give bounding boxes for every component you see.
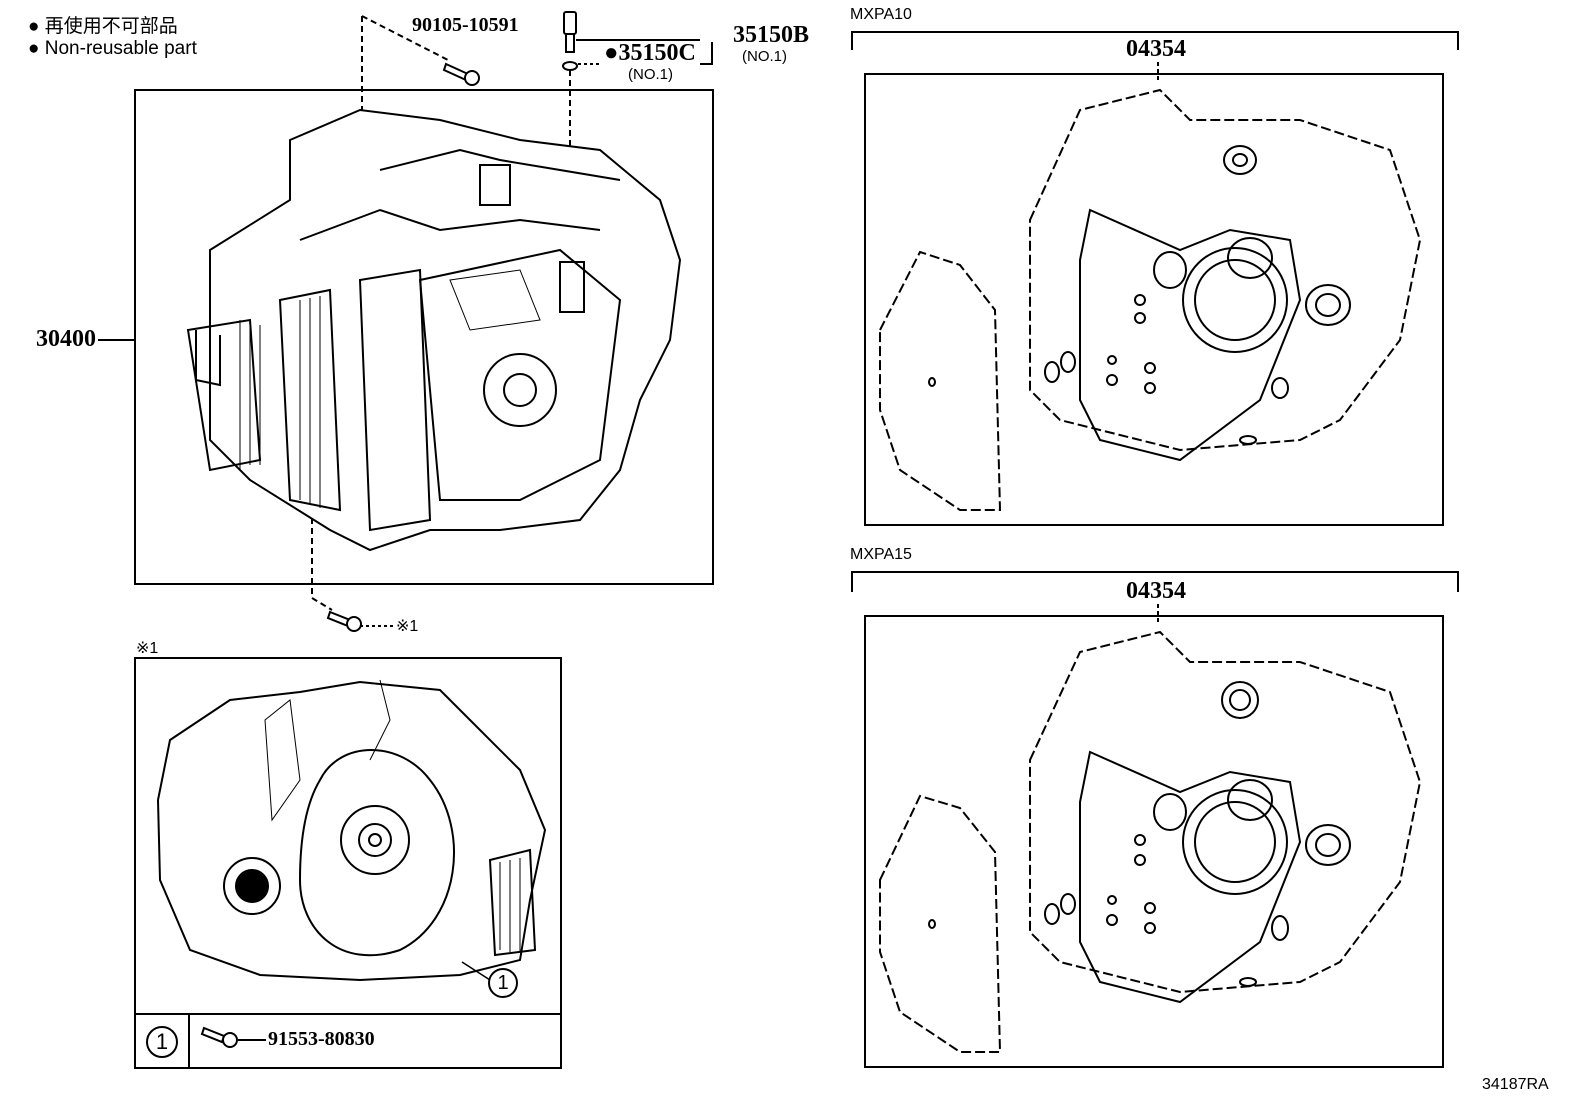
detail-table-cell [134, 1013, 190, 1069]
diagram-id: 34187RA [1482, 1076, 1549, 1093]
non-reusable-bullet-icon: ● [28, 16, 40, 37]
bolt-icon [326, 610, 362, 632]
part-label-sensor[interactable]: 35150B [733, 22, 810, 48]
model-label-mxpa15: MXPA15 [850, 546, 912, 563]
callout-1[interactable]: 1 [488, 968, 518, 998]
gasket-box-mxpa10 [864, 73, 1444, 526]
transaxle-front-view [156, 679, 547, 982]
legend-jp: ● 再使用不可部品 [28, 16, 178, 37]
part-sub-sensor: (NO.1) [742, 48, 787, 65]
bracket-mxpa15 [851, 571, 1459, 592]
sensor-bracket [700, 42, 713, 65]
part-label-oring[interactable]: ●35150C [604, 40, 696, 66]
transaxle-box [134, 89, 714, 585]
transaxle-assembly [186, 108, 682, 552]
bolt-ref-label: ※1 [396, 618, 419, 635]
part-label-gasket-kit-mxpa15[interactable]: 04354 [1126, 578, 1186, 604]
bolt-icon [442, 62, 480, 86]
detail-ref-label: ※1 [136, 640, 159, 657]
part-label-gasket-kit-mxpa10[interactable]: 04354 [1126, 36, 1186, 62]
leader-bolt-bottom [311, 518, 333, 611]
part-sub-oring: (NO.1) [628, 66, 673, 83]
gasket-set-mxpa10 [879, 88, 1422, 511]
part-label-bolt-bottom[interactable]: 91553-80830 [268, 1028, 375, 1050]
gasket-set-mxpa15 [879, 630, 1422, 1053]
callout-1-leader [461, 961, 491, 981]
leader-bolt-top [361, 15, 449, 61]
speed-sensor-icon [562, 11, 578, 71]
non-reusable-bullet-icon: ● [28, 38, 40, 59]
table-callout-1: 1 [146, 1026, 178, 1058]
part-label-bolt-top[interactable]: 90105-10591 [412, 14, 519, 36]
non-reusable-bullet-icon: ● [604, 40, 619, 66]
gasket-box-mxpa15 [864, 615, 1444, 1068]
model-label-mxpa10: MXPA10 [850, 6, 912, 23]
legend-en: ● Non-reusable part [28, 38, 197, 59]
bolt-icon [200, 1026, 266, 1048]
legend: ● 再使用不可部品 ● Non-reusable part [28, 16, 197, 60]
bracket-mxpa10 [851, 31, 1459, 50]
part-label-transaxle[interactable]: 30400 [36, 326, 96, 352]
